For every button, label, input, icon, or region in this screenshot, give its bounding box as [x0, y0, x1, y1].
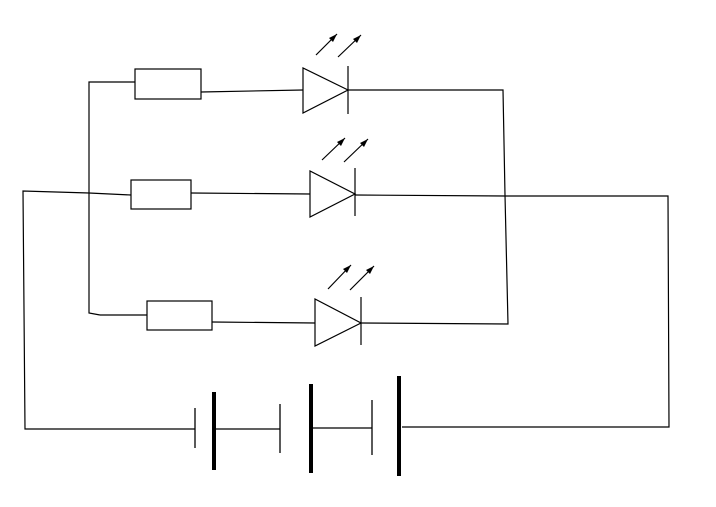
led-middle [309, 170, 357, 218]
wire-mid-mid [190, 192, 311, 195]
arrow-head [343, 265, 351, 273]
wire-mid-left [88, 192, 132, 196]
branch-middle [88, 137, 670, 428]
arrow-head [353, 35, 361, 43]
wire-bot-mid [211, 321, 316, 324]
arrow-head [360, 139, 368, 147]
branch-bottom [100, 194, 509, 347]
branch-top [134, 33, 506, 196]
wire-mid-right-outer [354, 194, 670, 428]
wire-top-right [348, 89, 506, 196]
led-top [302, 67, 350, 114]
resistor-top [134, 68, 202, 100]
outer-left-wire [22, 190, 195, 430]
left-bus-wire [88, 81, 135, 316]
wire-top-mid [200, 89, 304, 93]
arrow-head [337, 138, 345, 146]
arrow-head [329, 34, 337, 42]
led-bottom [314, 298, 363, 347]
arrow-head [366, 266, 374, 274]
wire-bot-right [360, 194, 509, 325]
resistor-middle [130, 179, 192, 210]
resistor-bottom [146, 300, 213, 331]
battery [194, 376, 401, 476]
